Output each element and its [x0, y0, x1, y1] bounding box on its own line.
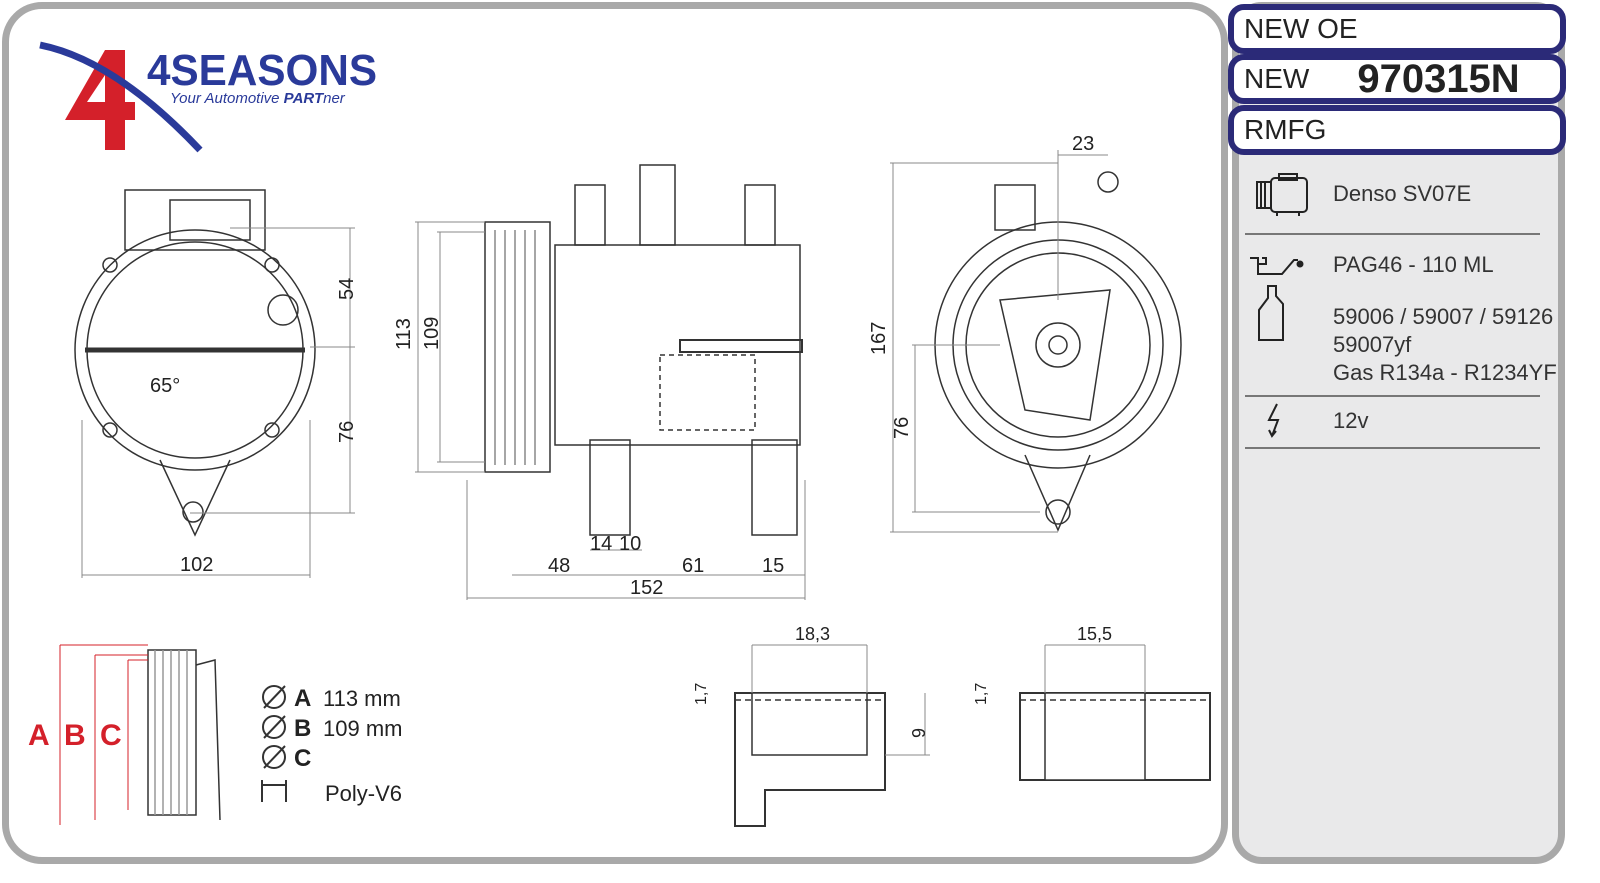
dim-rear-76: 76	[891, 417, 913, 439]
divider	[1245, 233, 1540, 235]
dim-port2-height: 1,7	[973, 683, 990, 705]
pulley-letter-b: B	[64, 719, 86, 752]
dim-rear-167: 167	[868, 322, 890, 355]
dim-front-102: 102	[180, 554, 213, 576]
dim-port1-height: 1,7	[693, 683, 710, 705]
oil-reference-yf: 59007yf	[1333, 332, 1412, 357]
port-section-1	[734, 644, 930, 827]
dim-side-14: 14	[590, 533, 612, 555]
new-oe-box: NEW OE	[1228, 4, 1566, 54]
dim-side-113: 113	[393, 318, 415, 350]
side-view	[415, 164, 806, 600]
dim-side-15: 15	[762, 555, 784, 577]
part-number-box: NEW 970315N	[1228, 54, 1566, 104]
dim-side-152: 152	[630, 577, 663, 599]
belt-type: Poly-V6	[325, 781, 402, 806]
oil-can-icon	[1250, 257, 1304, 275]
front-view	[74, 189, 355, 578]
rear-view	[890, 150, 1182, 533]
port-section-2	[1019, 644, 1211, 781]
diameter-c-letter: C	[294, 745, 311, 772]
drawing-panel	[2, 2, 1228, 864]
tagline-prefix: Your Automotive	[170, 90, 284, 107]
compressor-icon	[1256, 173, 1308, 216]
pulley-letter-a: A	[28, 719, 50, 752]
voltage: 12v	[1333, 408, 1369, 433]
voltage-bolt-icon	[1267, 403, 1280, 438]
dim-side-109: 109	[421, 317, 443, 350]
oil-bottle-icon	[1258, 285, 1284, 341]
rmfg-box: RMFG	[1228, 105, 1566, 155]
oil-references: 59006 / 59007 / 59126	[1333, 304, 1554, 329]
tagline-bold: PART	[284, 90, 325, 107]
new-label: NEW	[1244, 63, 1310, 94]
dim-side-61: 61	[682, 555, 704, 577]
dim-front-54: 54	[336, 278, 358, 300]
part-number: 970315N	[1357, 56, 1520, 101]
pulley-letter-c: C	[100, 719, 122, 752]
diameter-a-letter: A	[294, 685, 311, 712]
dim-port1-depth: 9	[909, 728, 929, 738]
dim-side-48: 48	[548, 555, 570, 577]
new-oe-label: NEW OE	[1244, 13, 1358, 44]
svg-text:Your Automotive PARTner: Your Automotive PARTner	[170, 90, 346, 107]
dim-rear-23: 23	[1072, 133, 1094, 155]
dim-front-angle: 65°	[150, 375, 180, 397]
diameter-a-value: 113 mm	[323, 686, 401, 711]
dim-port2-width: 15,5	[1077, 624, 1112, 644]
rmfg-label: RMFG	[1244, 114, 1327, 145]
technical-drawings: 54 76 102 65° 113 109 48 14 10 61 15 152…	[28, 133, 1211, 827]
dim-front-76: 76	[336, 421, 358, 443]
compressor-model: Denso SV07E	[1333, 181, 1472, 206]
brand-name: 4SEASONS	[147, 46, 377, 95]
gas-type: Gas R134a - R1234YF	[1333, 360, 1557, 385]
pulley-detail	[59, 644, 287, 825]
oil-spec: PAG46 - 110 ML	[1333, 252, 1494, 277]
diameter-b-letter: B	[294, 715, 311, 742]
dim-port1-width: 18,3	[795, 624, 830, 644]
divider	[1245, 395, 1540, 397]
dim-side-10: 10	[619, 533, 641, 555]
brand-logo: 4SEASONS Your Automotive PARTner	[39, 41, 377, 153]
diameter-b-value: 109 mm	[323, 716, 402, 741]
tagline-suffix: ner	[323, 90, 346, 107]
divider	[1245, 447, 1540, 449]
